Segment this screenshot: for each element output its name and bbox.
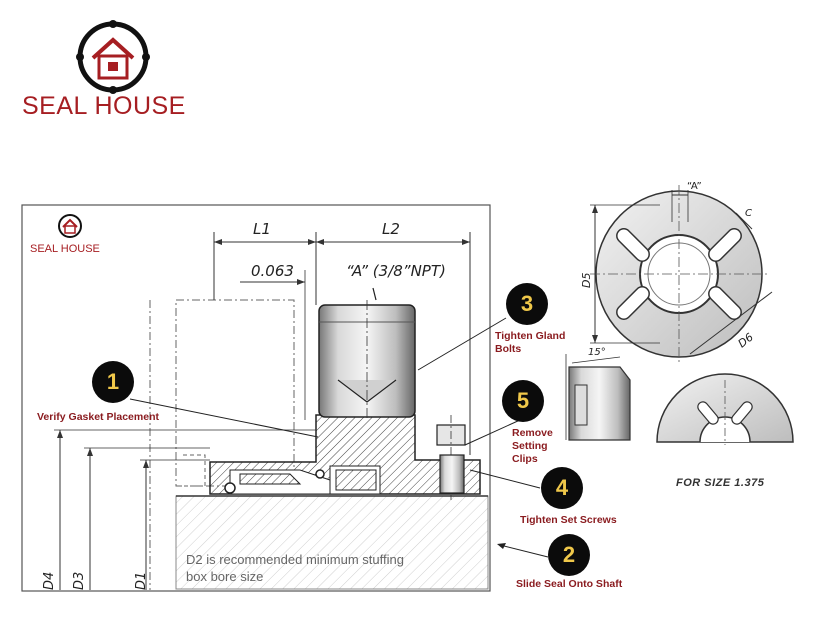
step-3-label: Tighten Gland Bolts bbox=[495, 330, 566, 355]
dim-l1: L1 bbox=[253, 220, 271, 238]
for-size-label: FOR SIZE 1.375 bbox=[676, 477, 765, 489]
dim-angle: 15° bbox=[588, 347, 606, 358]
dim-d5: D5 bbox=[580, 272, 593, 288]
dim-gap: 0.063 bbox=[251, 262, 294, 280]
step-5-badge: 5 bbox=[502, 380, 544, 422]
mini-logo-icon bbox=[58, 214, 82, 238]
dim-l2: L2 bbox=[382, 220, 400, 238]
collar-top-view bbox=[590, 185, 773, 365]
step-4-badge: 4 bbox=[541, 467, 583, 509]
step-2-badge: 2 bbox=[548, 534, 590, 576]
collar-half-view bbox=[656, 373, 794, 445]
step-1-badge: 1 bbox=[92, 361, 134, 403]
dim-d4: D4 bbox=[42, 571, 57, 590]
house-circle-icon bbox=[76, 20, 150, 94]
step-3-badge: 3 bbox=[506, 283, 548, 325]
bore-size-note: D2 is recommended minimum stuffing box b… bbox=[186, 552, 404, 584]
collar-side-view bbox=[565, 354, 631, 441]
step-2-label: Slide Seal Onto Shaft bbox=[516, 578, 623, 590]
step-1-label: Verify Gasket Placement bbox=[37, 411, 159, 423]
dim-d3: D3 bbox=[72, 571, 87, 590]
dim-d1: D1 bbox=[134, 571, 149, 590]
brand-name: SEAL HOUSE bbox=[22, 92, 186, 120]
dim-c: C bbox=[745, 208, 752, 219]
dim-a-small: “A” bbox=[687, 181, 702, 192]
step-5-label: Remove Setting Clips bbox=[512, 427, 553, 465]
dim-port: “A” (3/8”NPT) bbox=[346, 262, 446, 280]
mini-brand-name: SEAL HOUSE bbox=[30, 243, 100, 255]
step-4-label: Tighten Set Screws bbox=[520, 514, 617, 526]
